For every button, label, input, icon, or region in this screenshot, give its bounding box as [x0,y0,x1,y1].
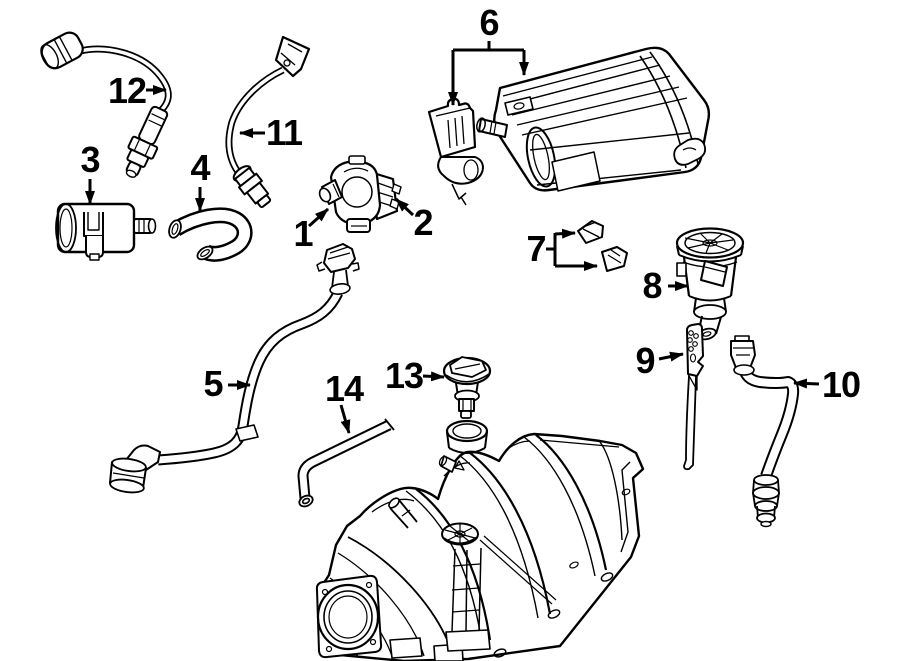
valve-13-drawing [442,356,492,419]
callout-label-11: 11 [265,112,303,153]
clips-7-drawing [577,220,628,272]
hose-10-drawing [730,335,800,528]
oxygen-sensor-11-drawing [225,35,311,209]
callout-label-5: 5 [203,363,223,404]
oxygen-sensor-12-drawing [40,31,172,178]
hose-14-drawing [297,418,395,508]
tube-5-drawing [109,243,360,494]
callout-leaders [85,41,820,434]
callout-label-9: 9 [635,340,655,381]
vapor-canister-6-drawing [476,46,711,192]
callout-label-10: 10 [821,364,861,405]
callout-label-1: 1 [293,213,313,254]
callout-label-14: 14 [324,368,364,409]
callout-label-3: 3 [80,139,100,180]
bracket-9-drawing [683,323,704,471]
callout-label-6: 6 [479,2,499,43]
callout-label-12: 12 [107,70,147,111]
callout-label-2: 2 [413,202,433,243]
callout-label-13: 13 [384,355,424,396]
callout-label-8: 8 [642,265,662,306]
callout-label-7: 7 [526,228,546,269]
callout-label-4: 4 [190,147,210,188]
pump-assembly-1-2-drawing [318,155,402,233]
filter-3-drawing [55,202,157,261]
purge-valve-8-drawing [675,227,745,341]
intake-manifold-drawing [315,419,645,661]
hose-4-drawing [168,207,253,262]
bracket-6-drawing [427,97,484,206]
